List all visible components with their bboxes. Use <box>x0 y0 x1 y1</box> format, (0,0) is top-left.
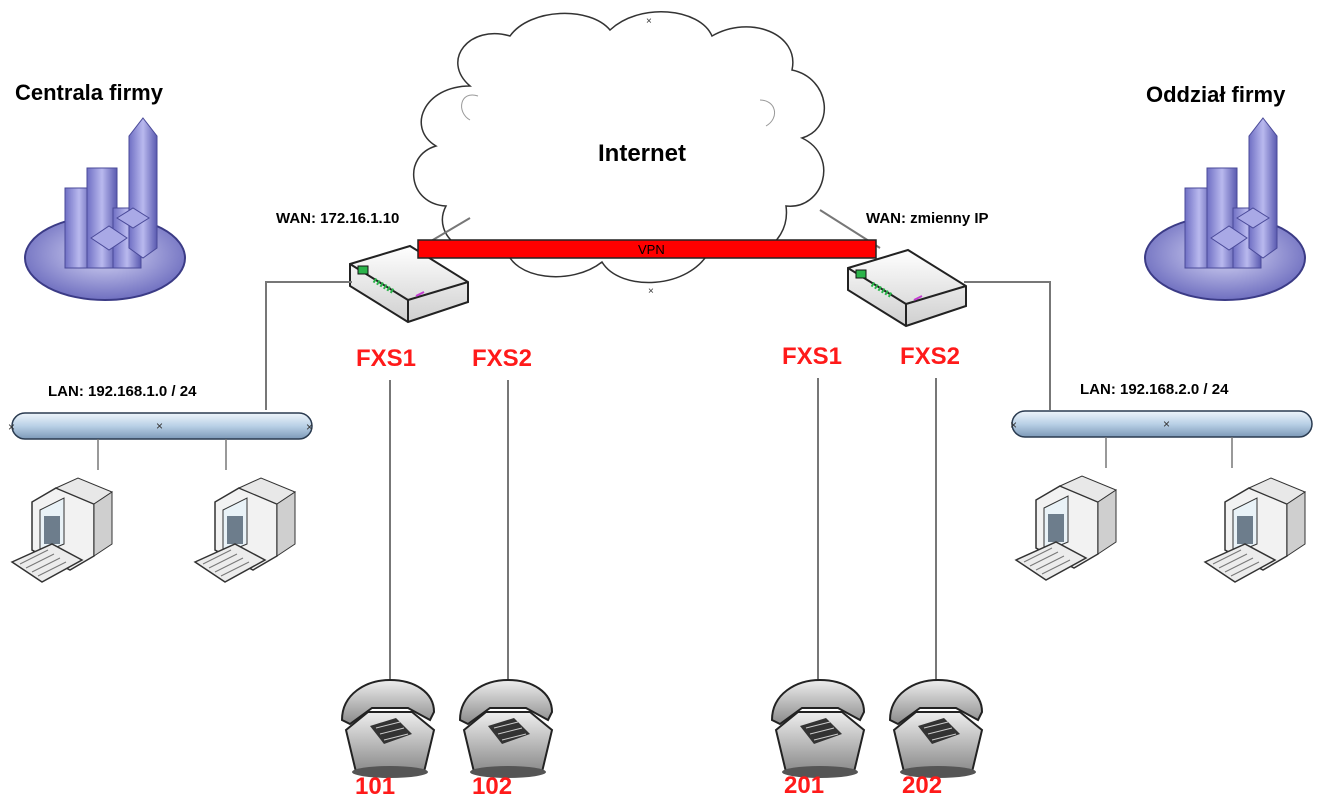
phone-101-label: 101 <box>355 773 396 800</box>
phone-101-icon <box>341 679 435 779</box>
svg-text:×: × <box>1163 417 1170 431</box>
svg-text:×: × <box>156 419 163 433</box>
svg-text:×: × <box>306 420 313 434</box>
hq-fxs1-label: FXS1 <box>356 345 417 372</box>
phone-201-label: 201 <box>784 772 825 799</box>
branch-lan-bus: × × <box>1010 410 1313 438</box>
branch-router-icon <box>848 250 966 326</box>
hq-lan-label: LAN: 192.168.1.0 / 24 <box>48 383 197 400</box>
hq-title: Centrala firmy <box>15 80 163 105</box>
hq-lan-link <box>265 281 352 410</box>
phone-102-icon <box>459 679 553 779</box>
svg-text:×: × <box>1010 418 1017 432</box>
branch-fxs2-label: FXS2 <box>900 343 961 370</box>
hq-building-icon <box>24 117 186 301</box>
branch-building-icon <box>1144 117 1306 301</box>
branch-fxs1-label: FXS1 <box>782 343 843 370</box>
hq-computer-icon <box>194 477 296 583</box>
branch-lan-label: LAN: 192.168.2.0 / 24 <box>1080 381 1229 398</box>
branch-computer-icon <box>1204 477 1306 583</box>
phone-202-icon <box>889 679 983 779</box>
vpn-label: VPN <box>638 242 665 257</box>
branch-wan-label: WAN: zmienny IP <box>866 210 989 227</box>
phone-202-label: 202 <box>902 772 943 799</box>
branch-computer-icon <box>1015 475 1117 581</box>
svg-text:×: × <box>646 16 652 27</box>
svg-text:×: × <box>8 420 15 434</box>
hq-wan-label: WAN: 172.16.1.10 <box>276 210 400 227</box>
branch-title: Oddział firmy <box>1146 82 1286 107</box>
hq-fxs2-label: FXS2 <box>472 345 533 372</box>
phone-201-icon <box>771 679 865 779</box>
internet-cloud: × × <box>413 11 825 297</box>
hq-computer-icon <box>11 477 113 583</box>
hq-lan-bus: × × × <box>8 412 313 440</box>
phone-102-label: 102 <box>472 773 513 800</box>
vpn-tunnel <box>417 239 877 259</box>
svg-text:×: × <box>648 286 654 297</box>
branch-lan-link <box>964 281 1051 410</box>
internet-label: Internet <box>598 140 687 167</box>
